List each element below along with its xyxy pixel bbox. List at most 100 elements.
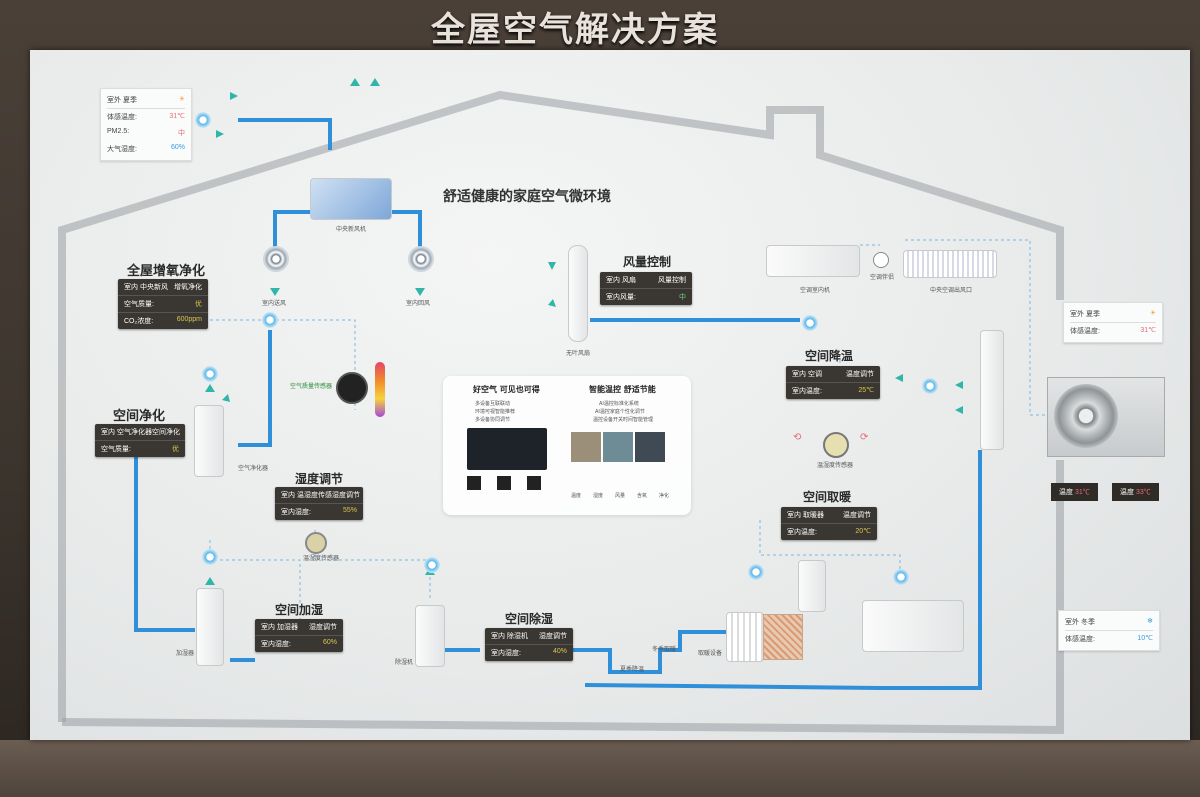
humidify-row1b: 湿度调节: [309, 624, 337, 631]
outdoor-temp-right: 温度 33℃: [1112, 483, 1159, 501]
humidity-row1b: 湿度调节: [331, 492, 360, 499]
floor-heating-device: [763, 614, 803, 660]
cooling-row1a: 室内 空调: [792, 371, 822, 378]
pipe-bottom: [584, 683, 881, 690]
scene-photo: [635, 432, 665, 462]
humidify-row2a: 室内湿度:: [261, 641, 291, 648]
purify-row1a: 室内 空气净化器: [101, 429, 152, 436]
center-right-line: 温控设备开关时间智能管理: [593, 417, 654, 423]
scene-photo: [603, 432, 633, 462]
humidifier-node: [202, 549, 218, 565]
feel-label: 体感温度:: [1065, 636, 1095, 643]
dehumidifier-device: [415, 605, 445, 667]
purify-row2b: 优: [172, 446, 179, 453]
humid-sensor-label: 温湿度传感器: [303, 556, 340, 562]
central-fresh-air-unit: [310, 178, 392, 220]
purify-title: 空间净化: [113, 408, 166, 423]
dehumidify-row2a: 室内湿度:: [491, 650, 521, 657]
airflow-row2b: 中: [679, 294, 686, 301]
purifier-label: 空气净化器: [238, 466, 269, 472]
temp-sensor-label: 温湿度传感器: [817, 463, 854, 469]
oxygen-row3b: 600ppm: [176, 316, 202, 323]
mini-label: 风量: [615, 493, 626, 499]
ac-controller-device: [873, 252, 889, 268]
heating-row1a: 室内 取暖器: [787, 512, 824, 519]
humidifier-label: 加湿器: [176, 651, 195, 657]
sun-icon: ☀: [1149, 310, 1156, 317]
heating-row1b: 温度调节: [843, 512, 871, 519]
air-quality-gradient: [375, 362, 385, 417]
floor: [0, 740, 1200, 797]
airflow-row1b: 风量控制: [658, 277, 686, 284]
boiler-device: [798, 560, 826, 612]
humidifier-device: [196, 588, 224, 666]
center-left-line: 环境可视智能推荐: [475, 409, 516, 415]
house-outline: [58, 90, 1064, 722]
heating-row2a: 室内温度:: [787, 529, 817, 536]
center-info-panel: 好空气 可见也可得 多设备互联联动 环境可视智能推荐 多设备协同调节 智能温控 …: [443, 376, 691, 515]
oxygen-panel: 室内 中央新风增氧净化 空气质量:优 CO₂浓度:600ppm: [118, 279, 208, 329]
airflow-title: 风量控制: [623, 255, 672, 269]
smart-panel-screen: [467, 428, 547, 470]
heating-device-label: 取暖设备: [698, 651, 723, 657]
sun-icon: ☀: [178, 96, 185, 103]
central-fresh-air-label: 中央新风机: [336, 227, 367, 233]
central-ac-vent-label: 中央空调出风口: [930, 288, 973, 294]
air-sensor-label: 空气质量传感器: [290, 384, 333, 390]
air-purifier-device: [194, 405, 224, 477]
humidity-sensor-device: [305, 532, 327, 554]
oxygen-node: [262, 312, 278, 328]
dehumidify-row2b: 40%: [552, 648, 567, 655]
floor-standing-ac: [980, 330, 1004, 450]
heating-title: 空间取暖: [803, 490, 852, 504]
heating-node: [748, 564, 764, 580]
oxygen-row2a: 空气质量:: [124, 301, 154, 308]
hum-value: 60%: [170, 144, 185, 151]
pipe-fresh-return: [390, 210, 422, 250]
pipe-left: [134, 440, 195, 632]
winter-heating-label: 冬季取暖: [652, 647, 677, 653]
airflow-row1a: 室内 风扇: [606, 277, 636, 284]
return-vent-icon: [408, 246, 434, 272]
scene-photo: [571, 432, 601, 462]
pipe-fresh-in: [238, 118, 332, 150]
dehumidify-title: 空间除湿: [505, 612, 554, 626]
outdoor-summer-card: 室外 夏季☀ 体感温度:31℃ PM2.5:中 大气湿度:60%: [100, 88, 192, 161]
switch-icon: [497, 476, 511, 490]
supply-vent-icon: [263, 246, 289, 272]
mini-label: 温度: [571, 493, 582, 499]
hum-label: 大气湿度:: [107, 146, 137, 153]
cooling-row2b: 25℃: [858, 387, 874, 394]
mini-label: 含氧: [637, 493, 648, 499]
purify-row1b: 空间净化: [151, 429, 180, 436]
cooling-row2a: 室内温度:: [792, 388, 822, 395]
house-floor: [61, 460, 1064, 735]
center-right-line: AI温控标准化系统: [599, 401, 639, 407]
blue-pipes: [134, 118, 982, 690]
humidify-panel: 室内 加湿器湿度调节 室内湿度:60%: [255, 619, 343, 652]
bladeless-fan-device: [568, 245, 588, 342]
air-sensor-device: [336, 372, 368, 404]
pm-value: 中: [178, 130, 185, 137]
oxygen-row3a: CO₂浓度:: [124, 318, 154, 325]
bladeless-fan-label: 无叶风扇: [566, 351, 591, 357]
temp-left-value: 31℃: [1074, 489, 1090, 496]
pipe-right: [880, 450, 982, 690]
heater-node: [893, 569, 909, 585]
fresh-air-inlet-node: [195, 112, 211, 128]
humidify-row2b: 60%: [322, 639, 337, 646]
ac-indoor-unit: [766, 245, 860, 277]
cooling-panel: 室内 空调温度调节 室内温度:25℃: [786, 366, 880, 399]
ac-controller-label: 空调伴侣: [870, 275, 895, 281]
pipe-heating: [570, 630, 740, 674]
temp-sensor-device: [823, 432, 849, 458]
indoor-return-label: 室内回风: [406, 301, 431, 307]
season-label: 室外 夏季: [107, 97, 137, 104]
radiator-device: [726, 612, 764, 662]
cooling-node: [922, 378, 938, 394]
feel-value: 31℃: [169, 113, 185, 120]
switch-icon: [527, 476, 541, 490]
humidity-row1a: 室内 温湿度传感: [281, 492, 332, 499]
center-left-line: 多设备协同调节: [475, 417, 511, 423]
